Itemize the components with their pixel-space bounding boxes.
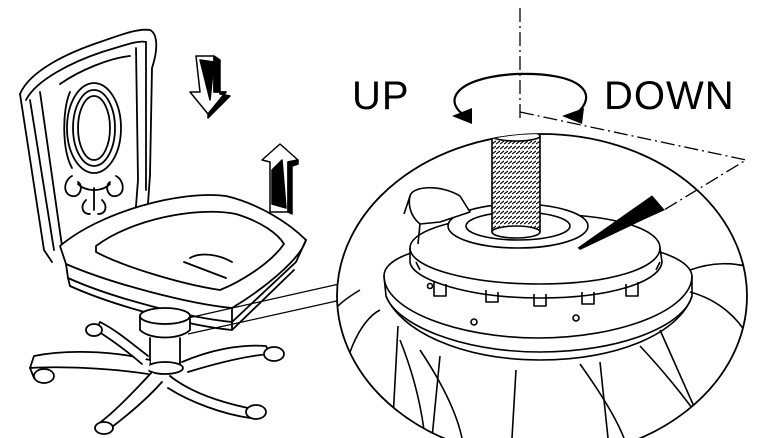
pointer-leader [519,111,748,211]
leader-lines [187,281,351,335]
chair-back [19,28,158,263]
arrow-down-icon [189,55,231,119]
detail-circle [336,133,748,438]
down-label: DOWN [604,74,735,118]
office-chair [19,28,307,435]
rotation-arrow-icon [452,72,588,124]
arrow-up-icon [261,143,299,215]
chair-base [29,321,285,435]
up-label: UP [352,74,410,118]
chair-column [139,307,191,375]
